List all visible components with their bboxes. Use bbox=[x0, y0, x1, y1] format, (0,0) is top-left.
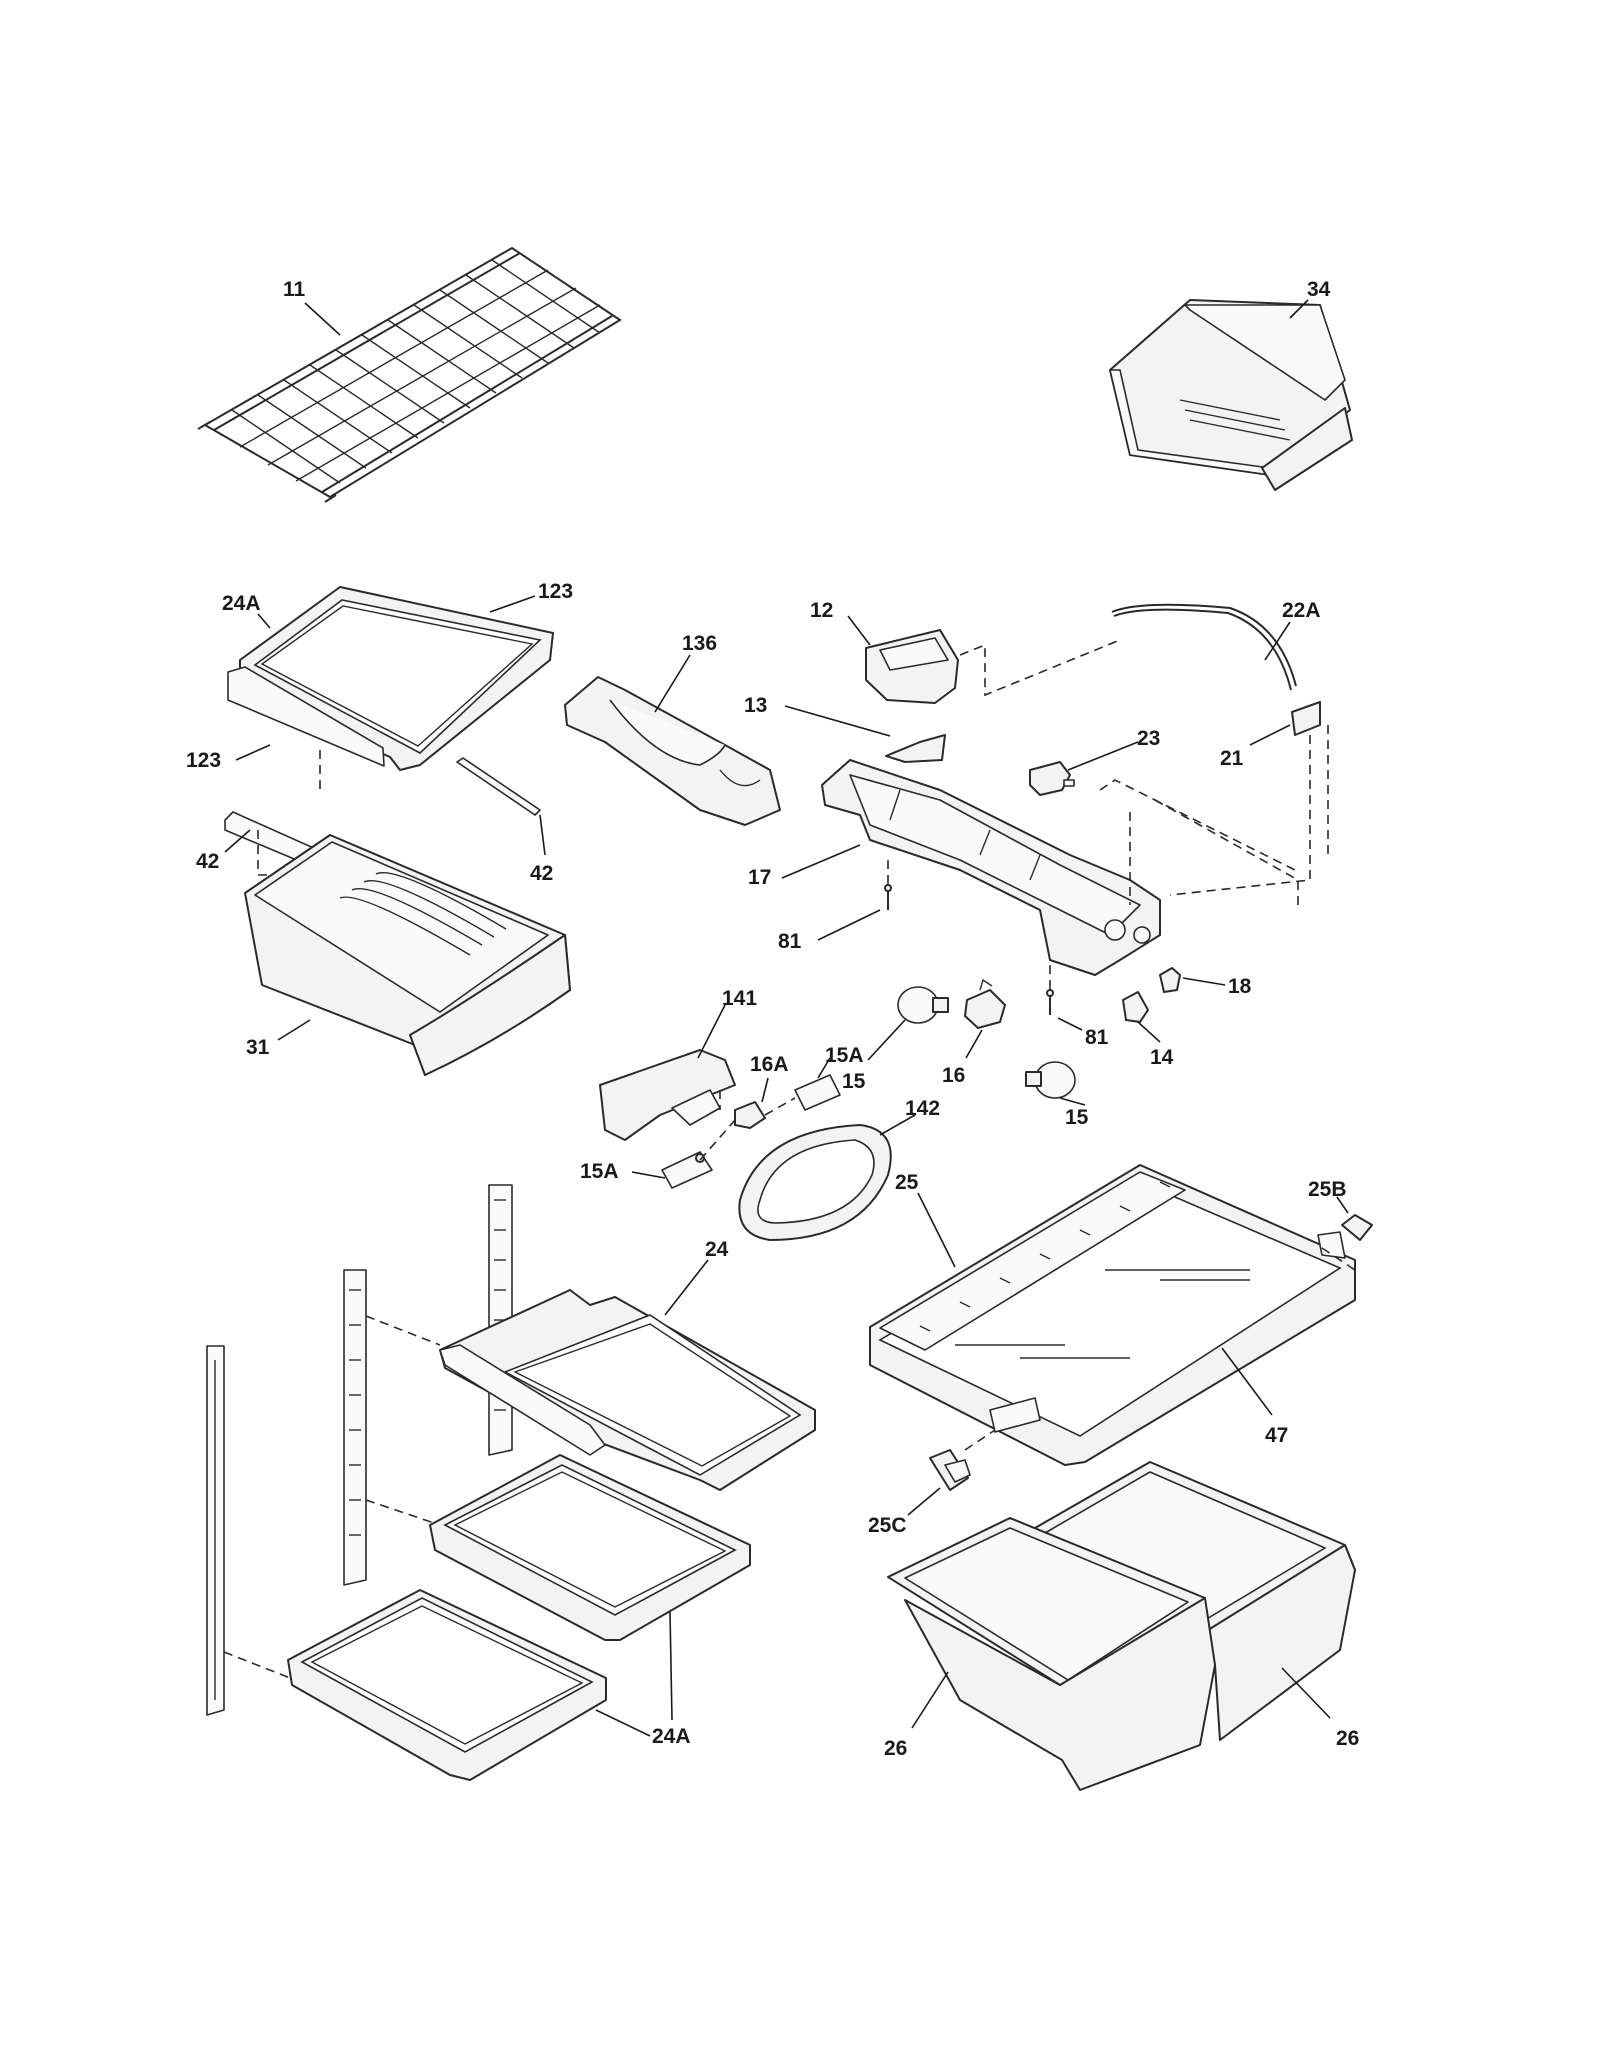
callout-23: 23 bbox=[1137, 727, 1160, 750]
callout-17: 17 bbox=[748, 866, 771, 889]
callout-123-top: 123 bbox=[538, 580, 573, 603]
glass-shelf-bottom-part bbox=[287, 1589, 607, 1781]
glass-shelf-middle-part bbox=[429, 1454, 751, 1641]
callout-22A: 22A bbox=[1282, 599, 1321, 622]
light-lens-part bbox=[738, 1124, 892, 1241]
callout-24A-bottom: 24A bbox=[652, 1725, 691, 1748]
callout-13: 13 bbox=[744, 694, 767, 717]
callout-15-left: 15 bbox=[842, 1070, 866, 1093]
callout-24: 24 bbox=[705, 1238, 729, 1261]
callout-47: 47 bbox=[1265, 1424, 1288, 1447]
callout-142: 142 bbox=[905, 1097, 940, 1120]
callout-16: 16 bbox=[942, 1064, 965, 1087]
crisper-drawer-right-part bbox=[1027, 1461, 1356, 1741]
wire-shelf-part bbox=[197, 246, 622, 503]
callout-42-right: 42 bbox=[530, 862, 553, 885]
light-housing-part bbox=[821, 759, 1161, 976]
light-cover-part bbox=[599, 1049, 841, 1189]
callout-24A-top: 24A bbox=[222, 592, 261, 615]
crisper-drawer-part bbox=[244, 834, 571, 1076]
callout-81-right: 81 bbox=[1085, 1026, 1109, 1049]
callout-141: 141 bbox=[722, 987, 757, 1010]
glass-shelf-slide-part bbox=[439, 1289, 816, 1491]
switch-parts bbox=[1122, 967, 1181, 1023]
callout-25: 25 bbox=[895, 1171, 919, 1194]
callout-26-right: 26 bbox=[1336, 1727, 1359, 1750]
callout-42-left: 42 bbox=[196, 850, 219, 873]
callout-26-left: 26 bbox=[884, 1737, 907, 1760]
callout-15-right: 15 bbox=[1065, 1106, 1089, 1129]
screw-part bbox=[884, 884, 1054, 1015]
callout-15A-bottom: 15A bbox=[580, 1160, 619, 1183]
light-bulb-part bbox=[897, 978, 1076, 1099]
callout-15A-top: 15A bbox=[825, 1044, 864, 1067]
callout-123-left: 123 bbox=[186, 749, 221, 772]
callout-21: 21 bbox=[1220, 747, 1244, 770]
glass-shelf-top-part bbox=[227, 586, 554, 771]
callout-81-left: 81 bbox=[778, 930, 802, 953]
callout-16A: 16A bbox=[750, 1053, 789, 1076]
callout-25B: 25B bbox=[1308, 1178, 1347, 1201]
callout-25C: 25C bbox=[868, 1514, 907, 1537]
door-bin-part bbox=[1109, 299, 1353, 491]
callout-18: 18 bbox=[1228, 975, 1252, 998]
crisper-drawer-left-part bbox=[887, 1517, 1216, 1791]
callout-34: 34 bbox=[1307, 278, 1331, 301]
callout-31: 31 bbox=[246, 1036, 270, 1059]
callout-11: 11 bbox=[283, 278, 306, 301]
callout-136: 136 bbox=[682, 632, 717, 655]
callout-14: 14 bbox=[1150, 1046, 1174, 1069]
cover-clip-parts bbox=[929, 1214, 1373, 1491]
crisper-cover-part bbox=[869, 1164, 1356, 1466]
light-shield-part bbox=[564, 676, 781, 826]
wire-harness-part bbox=[1029, 603, 1321, 796]
control-housing-part bbox=[865, 629, 959, 763]
callout-12: 12 bbox=[810, 599, 833, 622]
